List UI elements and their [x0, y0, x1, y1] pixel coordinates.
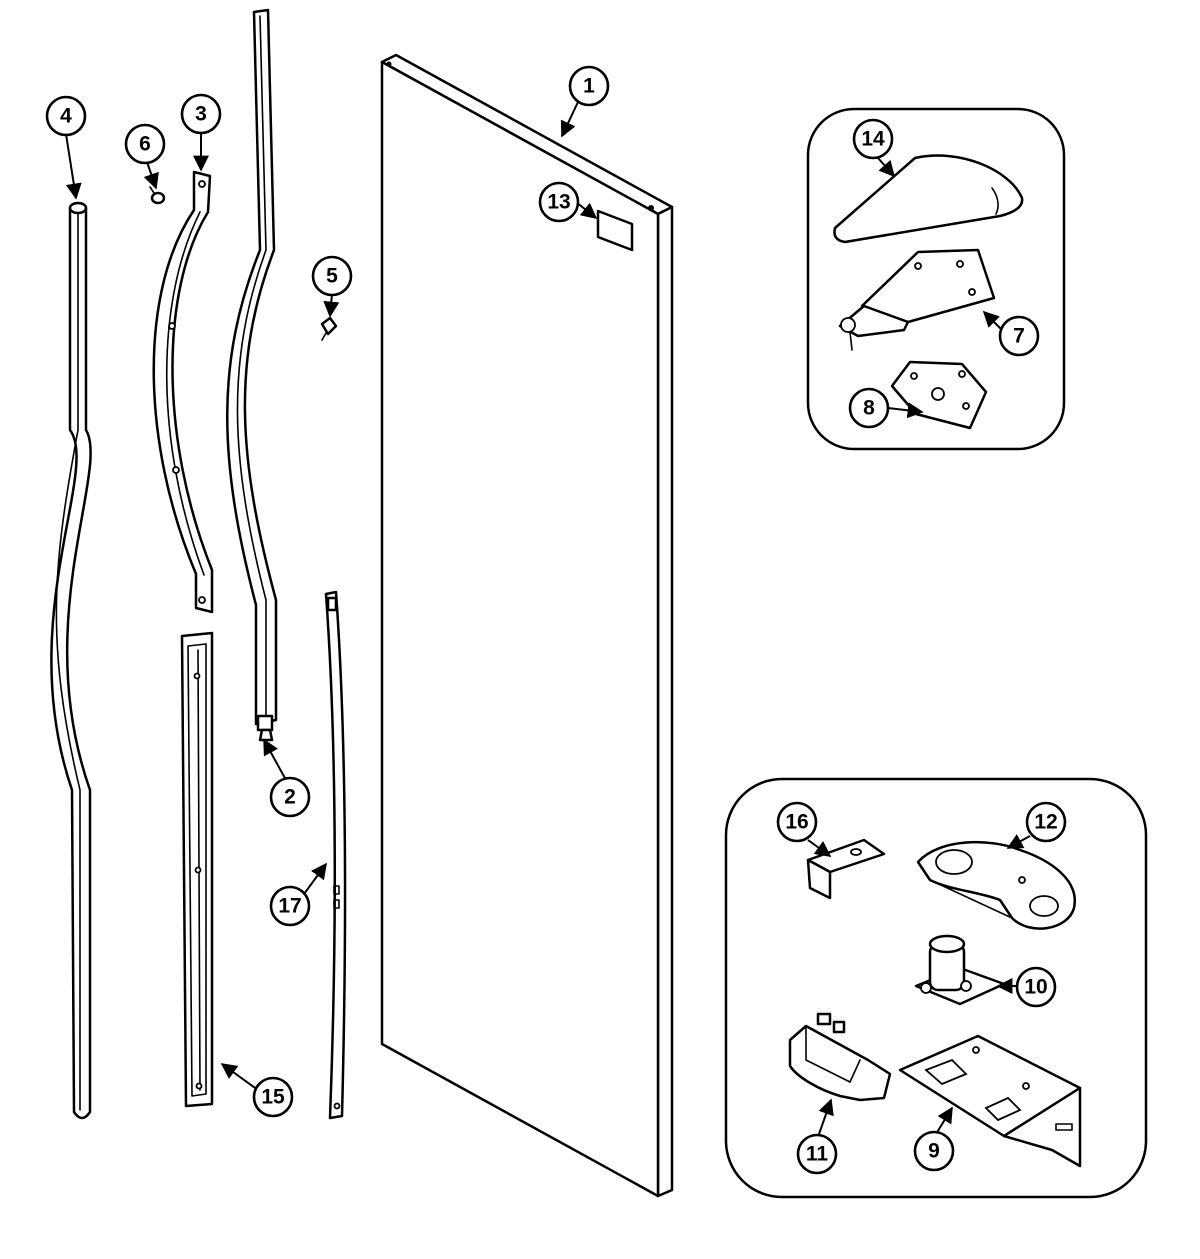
door-panel	[380, 53, 674, 1198]
callout-12: 12	[1025, 801, 1067, 843]
callout-7: 7	[998, 315, 1040, 357]
callout-16: 16	[776, 801, 818, 843]
callouts: 1 2 3 4 5 6 7 8	[45, 65, 1067, 1175]
trim-strip-15	[180, 631, 214, 1108]
handle-trim	[152, 170, 214, 614]
callout-11: 11	[796, 1133, 838, 1175]
callout-3: 3	[180, 93, 222, 135]
callout-17: 17	[269, 885, 311, 927]
callout-10-label: 10	[1024, 976, 1047, 999]
callout-3-label: 3	[195, 103, 207, 126]
callout-2-label: 2	[284, 786, 296, 809]
callout-5: 5	[311, 255, 353, 297]
callout-8: 8	[848, 387, 890, 429]
callout-2: 2	[269, 776, 311, 818]
door-label	[596, 209, 634, 252]
callout-12-label: 12	[1034, 811, 1057, 834]
callout-13: 13	[538, 181, 580, 223]
callout-8-label: 8	[863, 397, 875, 420]
callout-14-label: 14	[861, 128, 885, 151]
callout-1-label: 1	[583, 75, 595, 98]
callout-11-label: 11	[806, 1143, 829, 1166]
callout-9-label: 9	[928, 1140, 940, 1163]
callout-15: 15	[252, 1076, 294, 1118]
handle-rear-trim	[50, 201, 92, 1120]
callout-17-label: 17	[278, 895, 301, 918]
lower-hinge-inset	[724, 777, 1148, 1199]
callout-10: 10	[1015, 966, 1057, 1008]
callout-15-label: 15	[261, 1086, 285, 1109]
callout-7-label: 7	[1013, 325, 1025, 348]
callout-4: 4	[45, 95, 87, 137]
callout-13-label: 13	[547, 191, 570, 214]
callout-1: 1	[568, 65, 610, 107]
handle-front	[226, 8, 278, 742]
trim-strip-17	[324, 590, 347, 1120]
callout-5-label: 5	[326, 265, 338, 288]
screw-6	[149, 186, 166, 205]
leader-lines	[65, 101, 1031, 1135]
callout-4-label: 4	[60, 105, 72, 128]
callout-6-label: 6	[139, 133, 151, 156]
callout-14: 14	[852, 118, 894, 160]
screw-5	[320, 316, 338, 341]
upper-hinge-inset	[806, 107, 1066, 451]
callout-16-label: 16	[785, 811, 808, 834]
callout-9: 9	[913, 1130, 955, 1172]
callout-6: 6	[124, 123, 166, 165]
